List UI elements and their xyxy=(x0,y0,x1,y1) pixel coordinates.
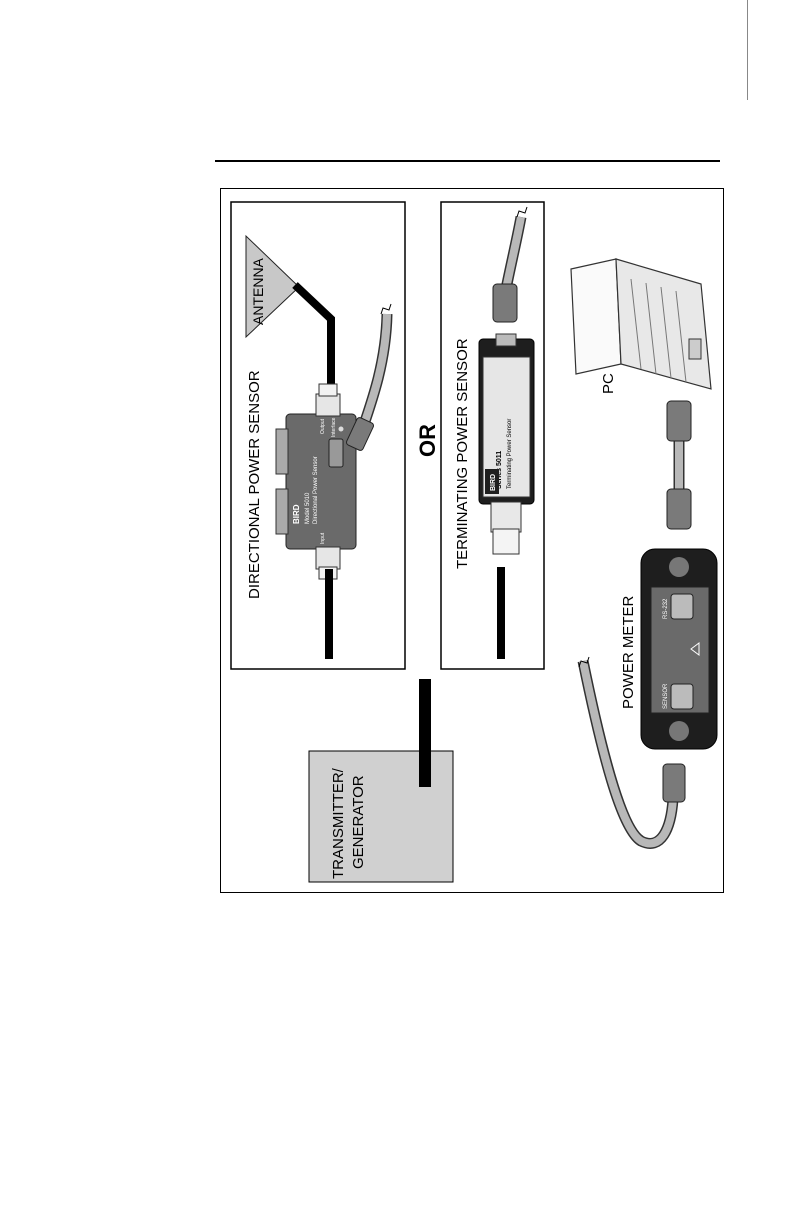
rs232-plug-meter-end xyxy=(667,489,691,529)
rs232-plug-pc-end xyxy=(667,401,691,441)
laptop-keyboard-deck xyxy=(616,259,711,389)
terminating-rf-connector xyxy=(491,502,521,532)
status-led xyxy=(339,427,344,432)
sensor-port-label: SENSOR xyxy=(663,683,669,709)
interface-port xyxy=(329,439,343,467)
antenna-label: ANTENNA xyxy=(250,257,266,325)
meter-sensor-plug xyxy=(663,764,685,802)
terminating-brand: BIRD xyxy=(490,474,497,491)
transmitter-label-line2: GENERATOR xyxy=(350,775,367,869)
laptop-screen xyxy=(571,259,621,374)
rs232-port xyxy=(671,594,693,619)
transmitter-label-line1: TRANSMITTER/ xyxy=(330,767,347,879)
pc-label: PC xyxy=(600,373,617,394)
mounting-tab-top xyxy=(276,429,288,474)
power-meter-label: POWER METER xyxy=(620,595,637,709)
power-meter-screw-top xyxy=(669,557,689,577)
power-meter-screw-bottom xyxy=(669,721,689,741)
crop-mark xyxy=(747,0,748,100)
connection-diagram-figure: DIRECTIONAL POWER SENSOR ANTENNA BIRD Mo… xyxy=(220,188,724,893)
terminating-input-line xyxy=(497,567,505,659)
sensor-port xyxy=(671,684,693,709)
terminating-rf-connector-nut xyxy=(493,529,519,554)
output-connector xyxy=(316,394,340,416)
directional-sensor-label: DIRECTIONAL POWER SENSOR xyxy=(246,370,263,599)
transmitter-output-line xyxy=(419,679,431,787)
or-label: OR xyxy=(415,424,440,457)
terminating-name: Terminating Power Sensor xyxy=(507,419,513,489)
pc-laptop xyxy=(571,259,711,389)
directional-input-port: Input xyxy=(320,532,326,544)
directional-model: Model 5010 xyxy=(305,492,311,524)
terminating-sensor-label: TERMINATING POWER SENSOR xyxy=(454,338,471,569)
directional-name: Directional Power Sensor xyxy=(313,456,319,524)
rs232-port-label: RS-232 xyxy=(663,598,669,619)
laptop-touchpad xyxy=(689,339,701,359)
directional-interface-port: Interface xyxy=(331,417,337,437)
mounting-tab-bottom xyxy=(276,489,288,534)
directional-input-line xyxy=(325,569,333,659)
terminating-interface-port xyxy=(496,334,516,346)
input-connector xyxy=(316,547,340,569)
terminating-interface-plug xyxy=(493,284,517,322)
directional-brand: BIRD xyxy=(292,504,301,524)
directional-output-port: Output xyxy=(320,418,326,434)
header-rule xyxy=(215,160,720,162)
output-connector-nut xyxy=(319,384,337,396)
connection-diagram: DIRECTIONAL POWER SENSOR ANTENNA BIRD Mo… xyxy=(221,189,725,894)
